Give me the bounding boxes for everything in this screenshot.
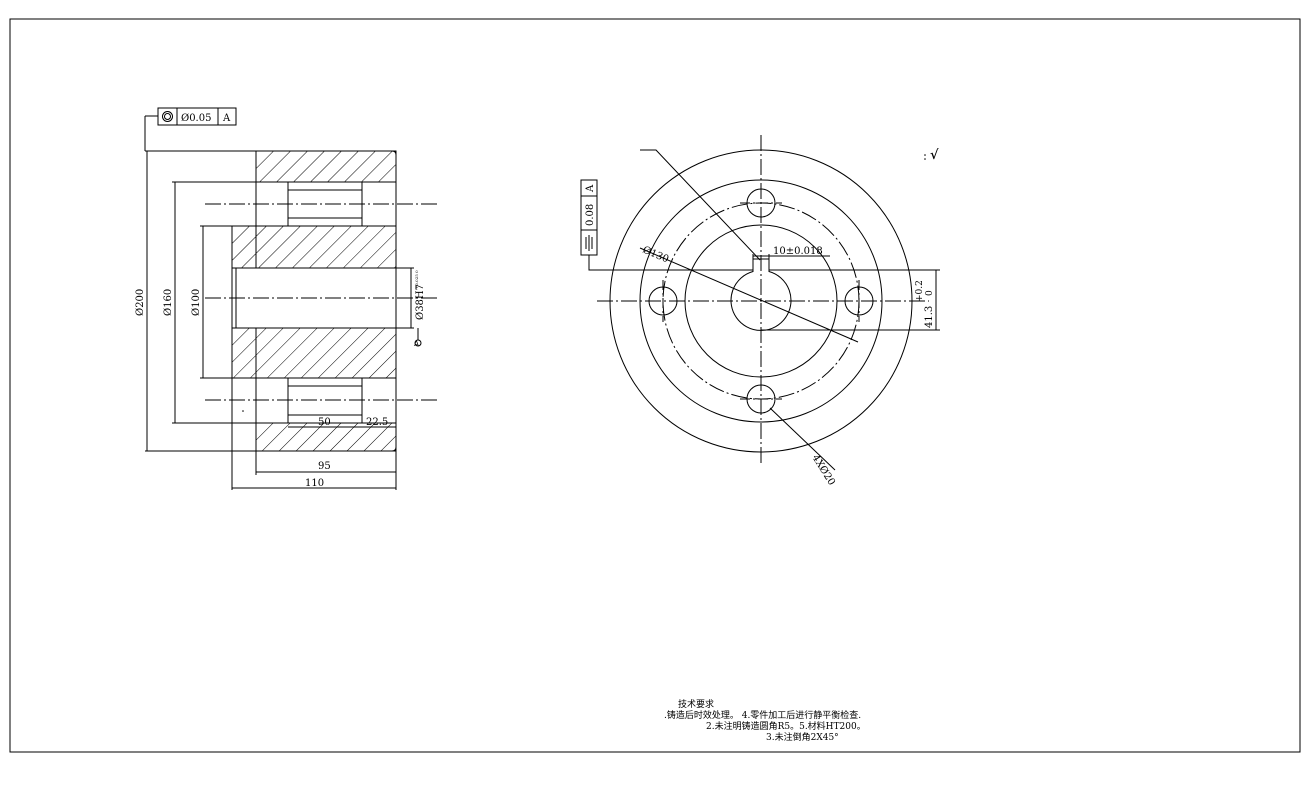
section-hatch-top-hub xyxy=(231,225,397,269)
tech-requirements: 技术要求 .铸造后时效处理。 4.零件加工后进行静平衡检查. 2.未注明铸造圆角… xyxy=(600,700,1000,744)
gdt-coaxiality-tolerance: Ø0.05 xyxy=(181,113,211,124)
tech-requirements-title: 技术要求 xyxy=(678,700,715,710)
tech-requirements-line1: .铸造后时效处理。 4.零件加工后进行静平衡检查. xyxy=(664,711,862,721)
gdt-symmetry-datum: A xyxy=(585,184,596,193)
drawing-border xyxy=(9,18,1301,753)
dim-keyway-width: 10±0.018 xyxy=(773,246,823,257)
dim-d130: Ø130 xyxy=(641,245,670,266)
roughness-symbol: √ xyxy=(930,148,939,163)
section-view xyxy=(144,115,438,490)
tech-requirements-line2: 2.未注明铸造圆角R5。5.材料HT200。 xyxy=(706,722,866,732)
dim-keyway-tol-lower: 0 xyxy=(925,290,935,296)
coaxiality-icon xyxy=(162,111,173,122)
symmetry-icon xyxy=(585,235,593,251)
gdt-symmetry-tolerance: 0.08 xyxy=(585,204,596,226)
dim-keyway-depth: 41.3 xyxy=(924,306,935,328)
dim-bore: Ø38H7 xyxy=(415,284,426,320)
dim-d100: Ø100 xyxy=(191,289,202,316)
dim-22-5: 22.5 xyxy=(366,417,388,428)
dim-d200: Ø200 xyxy=(135,289,146,316)
section-hatch-bottom-hub xyxy=(231,327,397,379)
section-outline xyxy=(255,150,397,452)
roughness-dot xyxy=(924,154,926,156)
front-view xyxy=(588,135,940,471)
tech-requirements-line3: 3.未注倒角2X45° xyxy=(766,733,839,743)
dim-holes: 4XØ20 xyxy=(809,453,836,488)
gdt-coaxiality-datum: A xyxy=(222,113,231,124)
gdt-symmetry-frame xyxy=(580,179,598,256)
section-hatch-top-rim xyxy=(255,150,397,183)
dim-50: 50 xyxy=(318,417,331,428)
datum-label-a: A xyxy=(413,340,420,348)
gdt-coaxiality-frame xyxy=(157,107,237,126)
dim-keyway-tol-upper: +0.2 xyxy=(915,280,925,302)
dim-d160: Ø160 xyxy=(163,289,174,316)
dim-110: 110 xyxy=(305,478,324,489)
dim-95: 95 xyxy=(318,461,331,472)
dim-bore-tolerance: +0.025 0 xyxy=(414,270,419,289)
